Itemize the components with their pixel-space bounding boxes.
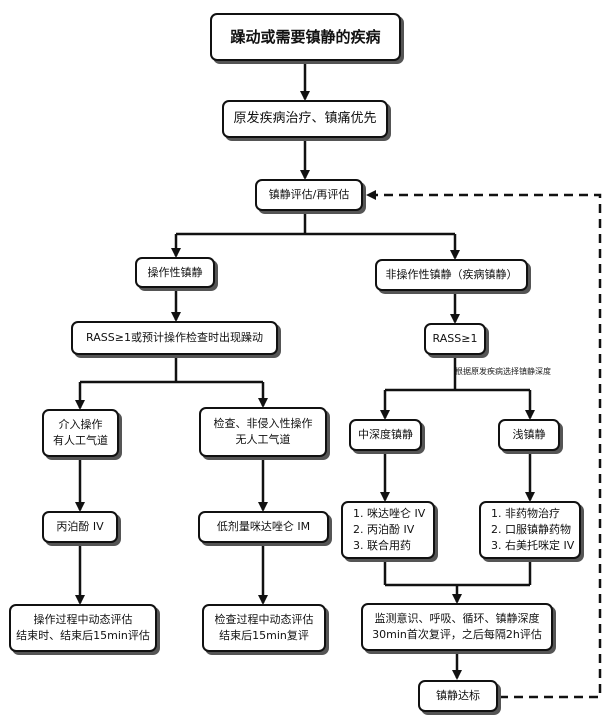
node-light-drugs-line-2: 2. 口服镇静药物	[491, 523, 571, 536]
node-deep-drugs-line-2: 2. 丙泊酚 IV	[353, 523, 415, 536]
node-rass-left: RASS≥1或预计操作检查时出现躁动	[71, 321, 278, 355]
node-light-drugs: 1. 非药物治疗 2. 口服镇静药物 3. 右美托咪定 IV	[479, 501, 581, 559]
node-top-label: 躁动或需要镇静的疾病	[230, 28, 381, 46]
node-light: 浅镇静	[498, 419, 560, 451]
node-light-label: 浅镇静	[512, 428, 546, 441]
node-rass-left-label: RASS≥1或预计操作检查时出现躁动	[86, 331, 263, 344]
node-procedure-monitor-line-1: 操作过程中动态评估	[33, 613, 133, 626]
node-rass-right-label: RASS≥1	[432, 332, 478, 345]
node-exam-monitor-line-2: 结束后15min复评	[219, 629, 309, 642]
node-exam-monitor-line-1: 检查过程中动态评估	[214, 613, 314, 626]
node-primary-label: 原发疾病治疗、镇痛优先	[233, 111, 377, 126]
node-exam-line-2: 无人工气道	[235, 433, 291, 446]
node-propofol-label: 丙泊酚 IV	[56, 520, 104, 533]
node-target-label: 镇静达标	[436, 689, 480, 702]
node-light-drugs-line-1: 1. 非药物治疗	[491, 507, 560, 520]
node-deep-drugs-line-1: 1. 咪达唑仑 IV	[353, 507, 426, 520]
feedback-loop	[366, 190, 602, 699]
node-intervention-line-2: 有人工气道	[53, 434, 108, 447]
annotation-label: 根据原发疾病选择镇静深度	[455, 367, 551, 376]
node-primary: 原发疾病治疗、镇痛优先	[222, 100, 388, 138]
node-exam: 检查、非侵入性操作 无人工气道	[199, 407, 327, 457]
node-top: 躁动或需要镇静的疾病	[210, 13, 401, 61]
node-intervention: 介入操作 有人工气道	[42, 409, 119, 457]
node-target: 镇静达标	[418, 680, 498, 712]
annotation-choose-depth: 根据原发疾病选择镇静深度	[455, 366, 551, 377]
node-procedure-monitor: 操作过程中动态评估 结束时、结束后15min评估	[9, 604, 157, 652]
node-procedure-monitor-line-2: 结束时、结束后15min评估	[16, 629, 150, 642]
node-monitor-line-1: 监测意识、呼吸、循环、镇静深度	[374, 612, 540, 625]
node-non-procedural: 非操作性镇静（疾病镇静）	[375, 259, 528, 291]
node-assess: 镇静评估/再评估	[255, 179, 363, 211]
node-deep-drugs: 1. 咪达唑仑 IV 2. 丙泊酚 IV 3. 联合用药	[341, 501, 435, 559]
node-moderate-deep-label: 中深度镇静	[358, 428, 413, 441]
node-monitor-line-2: 30min首次复评，之后每隔2h评估	[372, 628, 542, 641]
node-exam-monitor: 检查过程中动态评估 结束后15min复评	[202, 604, 326, 652]
node-non-procedural-label: 非操作性镇静（疾病镇静）	[385, 268, 518, 281]
node-midazolam-low-label: 低剂量咪达唑仑 IM	[216, 520, 311, 533]
node-assess-label: 镇静评估/再评估	[268, 188, 350, 201]
node-rass-right: RASS≥1	[424, 323, 486, 355]
node-midazolam-low: 低剂量咪达唑仑 IM	[198, 511, 329, 543]
node-deep-drugs-line-3: 3. 联合用药	[353, 539, 411, 552]
node-moderate-deep: 中深度镇静	[349, 419, 422, 451]
node-procedural-label: 操作性镇静	[147, 265, 203, 279]
node-monitor: 监测意识、呼吸、循环、镇静深度 30min首次复评，之后每隔2h评估	[361, 603, 553, 651]
node-procedural: 操作性镇静	[135, 257, 215, 288]
node-propofol: 丙泊酚 IV	[42, 511, 118, 543]
node-exam-line-1: 检查、非侵入性操作	[213, 417, 313, 430]
node-intervention-line-1: 介入操作	[58, 418, 103, 431]
node-light-drugs-line-3: 3. 右美托咪定 IV	[491, 539, 575, 552]
